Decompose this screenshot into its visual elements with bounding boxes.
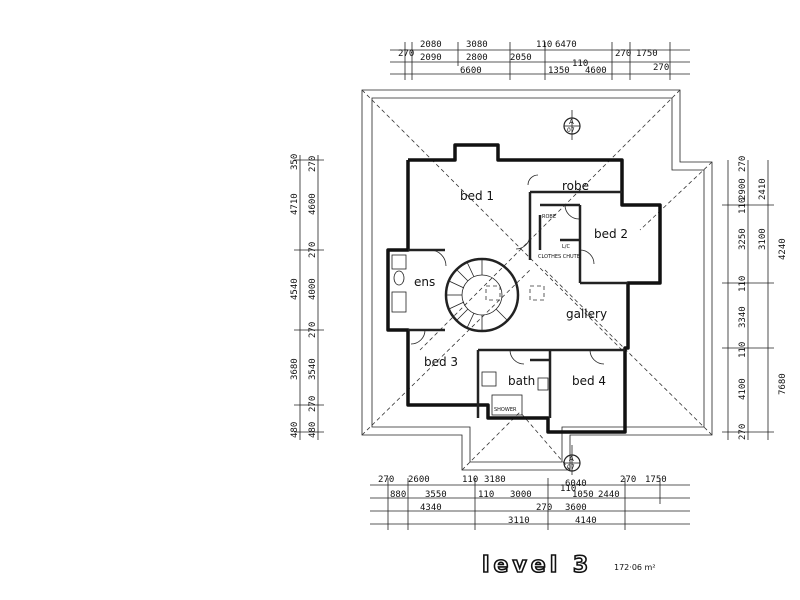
top-dimensions: 270 2080 3080 110 6470 270 1750 2090 280… (390, 40, 690, 80)
left-dim-4: 4000 (308, 278, 318, 300)
left-dim-6: 3540 (308, 358, 318, 380)
top-dim-11: 6600 (460, 66, 482, 76)
bottom-dim-5: 6040 (565, 479, 587, 489)
bottom-dim-8: 880 (390, 490, 406, 500)
top-dim-1: 270 (398, 49, 414, 59)
section-bottom-sheet: 07 (567, 464, 575, 471)
left-dim-1: 270 (308, 156, 318, 172)
section-marker-bottom: A 07 (563, 445, 581, 475)
right-dim-9: 270 (738, 424, 748, 440)
top-dim-7: 1750 (636, 49, 658, 59)
floor-area: 172·06 m² (614, 563, 656, 572)
top-dim-9: 2800 (466, 53, 488, 63)
right-dimensions: 270 2900 110 3250 110 3340 110 4100 270 … (722, 156, 788, 440)
left-dim-13: 480 (290, 422, 300, 438)
right-dim-5: 110 (738, 276, 748, 292)
bottom-dim-13: 1050 (572, 490, 594, 500)
spiral-staircase (444, 257, 545, 333)
right-dim-10: 2410 (758, 178, 768, 200)
top-dim-2: 2080 (420, 40, 442, 50)
right-dim-6: 3340 (738, 306, 748, 328)
left-dim-11: 3680 (290, 358, 300, 380)
right-dim-1: 270 (738, 156, 748, 172)
right-dim-13: 7680 (778, 373, 788, 395)
bottom-dim-3: 110 (462, 475, 478, 485)
left-dim-9: 4710 (290, 193, 300, 215)
right-dim-7: 110 (738, 342, 748, 358)
top-dim-4: 110 (536, 40, 552, 50)
bottom-dim-17: 3600 (565, 503, 587, 513)
right-dim-2: 2900 (738, 178, 748, 200)
top-dim-15: 270 (653, 63, 669, 73)
robe-small-label: ROBE (542, 214, 556, 220)
room-label-robe: robe (562, 179, 589, 193)
left-dim-12: 350 (290, 154, 300, 170)
top-dim-12: 1350 (548, 66, 570, 76)
bottom-dim-2: 2600 (408, 475, 430, 485)
bottom-dim-16: 270 (536, 503, 552, 513)
fixtures (391, 254, 549, 416)
shower-label: SHOWER (494, 407, 517, 413)
bottom-dim-4: 3180 (484, 475, 506, 485)
left-dim-5: 270 (308, 322, 318, 338)
room-label-bed2: bed 2 (594, 227, 628, 241)
bottom-dim-9: 3550 (425, 490, 447, 500)
bottom-dim-10: 110 (478, 490, 494, 500)
doors (410, 174, 605, 365)
drawing-title: level 3 (482, 553, 592, 578)
top-dim-5: 6470 (555, 40, 577, 50)
room-label-gallery: gallery (566, 307, 607, 321)
right-dim-12: 4240 (778, 238, 788, 260)
section-marker-top: A 07 (563, 110, 581, 140)
left-dim-7: 270 (308, 396, 318, 412)
room-labels: bed 1 robe bed 2 ens gallery bed 3 bath … (414, 179, 628, 413)
top-dim-6: 270 (615, 49, 631, 59)
right-dim-3: 110 (738, 198, 748, 214)
section-top-letter: A (569, 118, 574, 126)
bottom-dim-18: 3110 (508, 516, 530, 526)
bottom-dim-12: 110 (560, 484, 576, 494)
interior-walls (408, 190, 628, 418)
bottom-dim-14: 2440 (598, 490, 620, 500)
bottom-dim-6: 270 (620, 475, 636, 485)
right-dim-4: 3250 (738, 228, 748, 250)
room-label-bed1: bed 1 (460, 189, 494, 203)
bottom-dim-11: 3000 (510, 490, 532, 500)
right-dim-11: 3100 (758, 228, 768, 250)
right-dim-8: 4100 (738, 378, 748, 400)
left-dim-8: 480 (308, 422, 318, 438)
bottom-dim-19: 4140 (575, 516, 597, 526)
bottom-dim-1: 270 (378, 475, 394, 485)
room-label-ens: ens (414, 275, 435, 289)
room-label-bath: bath (508, 374, 535, 388)
roof-outline (361, 89, 713, 471)
left-dimensions: 270 4600 270 4000 270 3540 270 480 4710 … (290, 154, 324, 440)
bottom-dimensions: 270 2600 110 3180 6040 270 1750 880 3550… (370, 475, 690, 530)
room-label-bed3: bed 3 (424, 355, 458, 369)
clothes-chute-label: CLOTHES CHUTE (538, 254, 580, 260)
bottom-dim-15: 4340 (420, 503, 442, 513)
top-dim-13: 110 (572, 59, 588, 69)
top-dim-3: 3080 (466, 40, 488, 50)
left-dim-2: 4600 (308, 193, 318, 215)
top-dim-8: 2090 (420, 53, 442, 63)
lc-label: L/C (562, 244, 570, 250)
bottom-dim-7: 1750 (645, 475, 667, 485)
section-bottom-letter: A (569, 455, 574, 463)
top-dim-10: 2050 (510, 53, 532, 63)
section-top-sheet: 07 (567, 127, 575, 134)
left-dim-3: 270 (308, 242, 318, 258)
exterior-walls (386, 143, 662, 434)
room-label-bed4: bed 4 (572, 374, 606, 388)
left-dim-10: 4540 (290, 278, 300, 300)
top-dim-14: 4600 (585, 66, 607, 76)
